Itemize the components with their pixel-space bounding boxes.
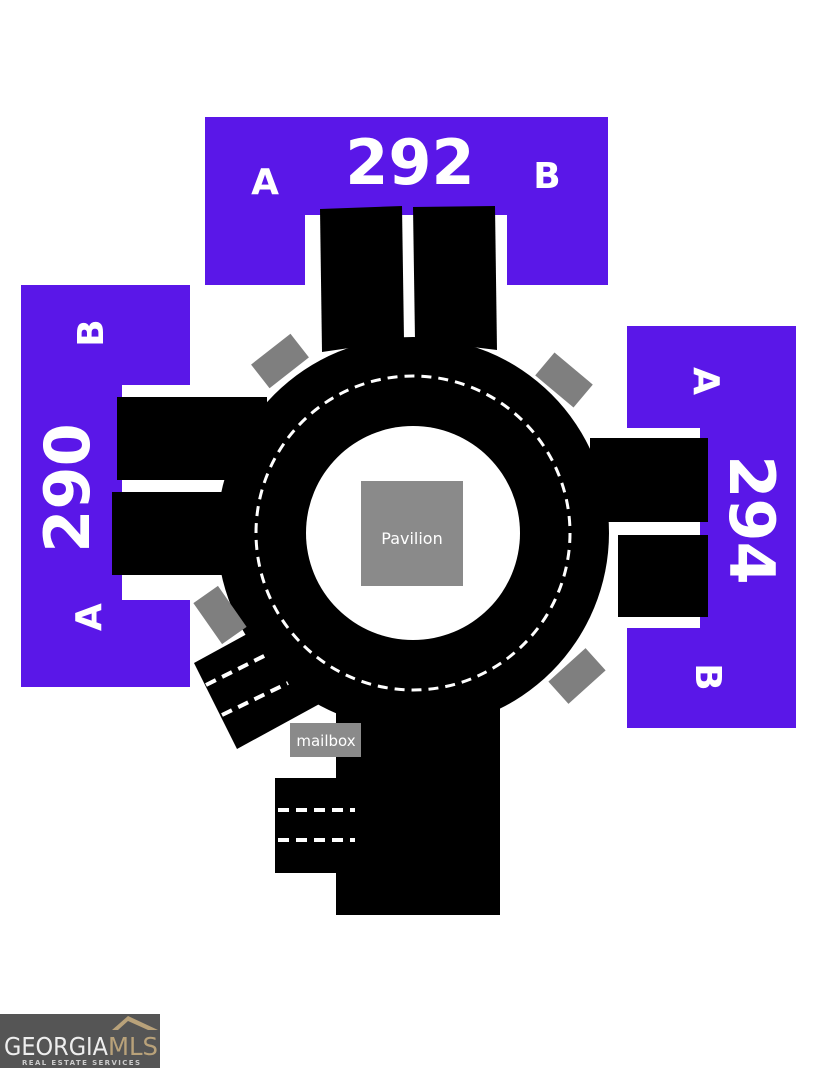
lane-markings: [205, 653, 355, 842]
building-294-side-b: B: [687, 663, 728, 690]
building-290: [21, 285, 190, 687]
road-east-upper: [590, 438, 708, 522]
building-290-side-a: A: [69, 603, 110, 631]
parking-pad: [193, 585, 247, 645]
road-north-right: [413, 206, 497, 350]
lane-marking: [221, 681, 289, 717]
roof-icon: [112, 1016, 158, 1030]
building-294-number: 294: [715, 455, 788, 584]
lane-divider: [254, 374, 572, 692]
building-292: [205, 117, 608, 285]
parking-pad: [535, 352, 593, 408]
lane-marking: [205, 653, 267, 687]
road-south: [336, 700, 500, 915]
mailbox: [290, 723, 361, 757]
logo-name: GEORGIA: [4, 1032, 108, 1061]
logo-accent: MLS: [108, 1032, 158, 1061]
building-292-side-a: A: [251, 162, 279, 203]
road-southwest: [194, 605, 345, 749]
georgia-mls-logo: GEORGIA MLS REAL ESTATE SERVICES: [0, 1014, 160, 1068]
road-south-spur: [275, 778, 345, 873]
roads: [112, 206, 708, 915]
parking-pad: [251, 333, 309, 389]
building-294: [627, 326, 796, 728]
mailbox-label: mailbox: [296, 732, 355, 750]
road-north-left: [320, 206, 404, 352]
building-290-side-b: B: [71, 319, 112, 346]
road-west-lower: [112, 492, 222, 575]
pavilion: [361, 481, 463, 586]
building-292-side-b: B: [533, 156, 560, 197]
parking-pad: [548, 648, 606, 704]
road-east-lower: [618, 535, 708, 617]
parking-pads: [193, 333, 606, 704]
pavilion-label: Pavilion: [381, 529, 442, 548]
building-292-number: 292: [345, 126, 474, 199]
building-290-number: 290: [31, 423, 104, 552]
building-294-side-a: A: [685, 367, 726, 395]
